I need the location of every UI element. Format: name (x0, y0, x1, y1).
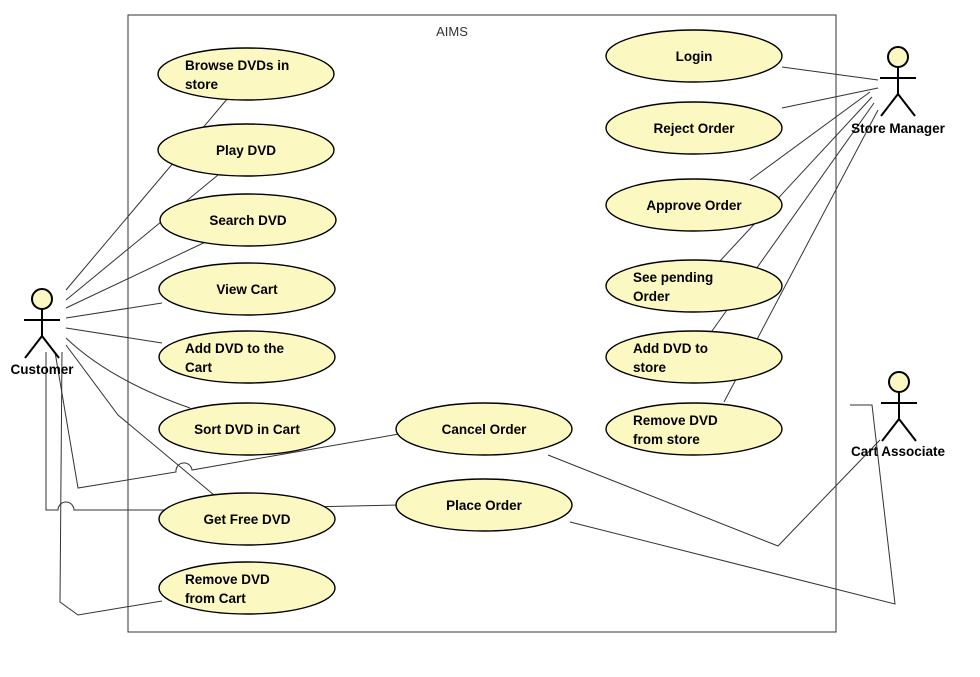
assoc-customer-sort-dvd-cart (65, 337, 191, 409)
system-title: AIMS (436, 24, 468, 39)
assoc-manager-reject-order (781, 87, 879, 109)
use-case-play-dvd[interactable]: Play DVD (157, 123, 335, 177)
assoc-customer-cancel-order (54, 351, 400, 489)
use-case-see-pending-line-2: Order (633, 289, 671, 304)
assoc-manager-login (781, 66, 879, 81)
use-case-search-dvd[interactable]: Search DVD (159, 193, 337, 247)
use-case-see-pending-order[interactable]: See pending Order (605, 259, 783, 313)
use-case-cancel-order[interactable]: Cancel Order (395, 402, 573, 456)
use-case-browse-dvds-line-2: store (185, 77, 219, 92)
use-case-view-cart[interactable]: View Cart (158, 262, 336, 316)
actor-store-manager-label: Store Manager (851, 121, 946, 136)
assoc-customer-place-order (45, 352, 401, 511)
use-case-place-order[interactable]: Place Order (395, 478, 573, 532)
assoc-customer-remove-dvd-cart (59, 351, 163, 616)
use-case-remove-dvd-store-line-2: from store (633, 432, 700, 447)
assoc-associate-place-order (569, 404, 896, 605)
actor-store-manager-figure-icon (880, 46, 916, 117)
assoc-manager-see-pending (719, 96, 873, 262)
assoc-customer-get-free-dvd (65, 344, 215, 496)
use-case-remove-dvd-store-line-1: Remove DVD (633, 413, 718, 428)
use-case-add-dvd-cart-line-1: Add DVD to the (185, 341, 284, 356)
actor-cart-associate-label: Cart Associate (851, 444, 946, 459)
use-case-browse-dvds[interactable]: Browse DVDs in store (157, 47, 335, 101)
actor-cart-associate[interactable]: Cart Associate (851, 371, 946, 459)
use-case-sort-dvd-cart[interactable]: Sort DVD in Cart (158, 402, 336, 456)
use-case-approve-order-label: Approve Order (646, 198, 742, 213)
use-case-browse-dvds-line-1: Browse DVDs in (185, 58, 289, 73)
use-case-approve-order[interactable]: Approve Order (605, 178, 783, 232)
use-case-add-dvd-store[interactable]: Add DVD to store (605, 330, 783, 384)
use-case-get-free-dvd-label: Get Free DVD (203, 512, 290, 527)
assoc-customer-play-dvd (65, 174, 219, 301)
use-case-play-dvd-label: Play DVD (216, 143, 276, 158)
use-case-search-dvd-label: Search DVD (209, 213, 287, 228)
assoc-associate-cancel-order (547, 439, 881, 547)
use-case-reject-order[interactable]: Reject Order (605, 101, 783, 155)
actor-customer-label: Customer (10, 362, 74, 377)
use-case-see-pending-line-1: See pending (633, 270, 713, 285)
use-case-place-order-label: Place Order (446, 498, 523, 513)
use-case-add-dvd-cart[interactable]: Add DVD to the Cart (158, 330, 336, 384)
cart-associate-associations (547, 404, 896, 605)
use-case-remove-dvd-cart-line-2: from Cart (185, 591, 246, 606)
actor-cart-associate-figure-icon (881, 371, 917, 442)
use-case-remove-dvd-cart[interactable]: Remove DVD from Cart (158, 561, 336, 615)
use-case-add-dvd-cart-line-2: Cart (185, 360, 213, 375)
actor-store-manager[interactable]: Store Manager (851, 46, 946, 136)
use-case-add-dvd-store-line-2: store (633, 360, 667, 375)
assoc-customer-search-dvd (65, 237, 215, 309)
use-case-cancel-order-label: Cancel Order (442, 422, 528, 437)
system-boundary (127, 14, 837, 633)
use-case-login[interactable]: Login (605, 29, 783, 83)
assoc-customer-view-cart (65, 302, 163, 319)
assoc-customer-add-dvd-cart (65, 327, 163, 344)
use-case-login-label: Login (676, 49, 713, 64)
use-case-remove-dvd-store[interactable]: Remove DVD from store (605, 402, 783, 456)
use-case-reject-order-label: Reject Order (653, 121, 735, 136)
assoc-manager-approve-order (749, 91, 871, 181)
use-case-view-cart-label: View Cart (216, 282, 278, 297)
use-case-get-free-dvd[interactable]: Get Free DVD (158, 492, 336, 546)
use-case-add-dvd-store-line-1: Add DVD to (633, 341, 708, 356)
actor-customer[interactable]: Customer (10, 288, 74, 377)
use-case-sort-dvd-cart-label: Sort DVD in Cart (194, 422, 300, 437)
use-case-remove-dvd-cart-line-1: Remove DVD (185, 572, 270, 587)
actor-customer-figure-icon (24, 288, 60, 359)
